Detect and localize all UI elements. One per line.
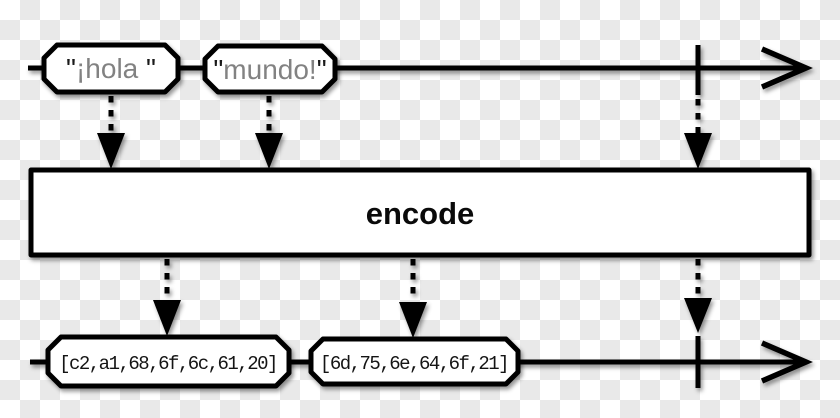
dashed-arrow-tick-to-encode	[684, 99, 712, 169]
arrowhead-icon	[255, 133, 283, 169]
arrowhead-icon	[399, 302, 427, 338]
dashed-arrow-encode-to-tick	[684, 259, 712, 333]
arrowhead-icon	[684, 298, 712, 333]
arrowhead-icon	[684, 133, 712, 169]
string-box-mundo	[202, 43, 338, 95]
open-quote: "	[66, 53, 76, 84]
encode-box	[28, 167, 812, 258]
bytes-box-hola	[45, 334, 292, 389]
top-timeline-arrowhead-icon	[760, 46, 813, 90]
arrowhead-icon	[97, 133, 125, 169]
string-box-hola-label: "¡hola "	[66, 53, 156, 84]
bytes-box-mundo-label: [6d,75,6e,64,6f,21]	[320, 353, 508, 375]
close-quote: "	[317, 54, 327, 85]
dashed-arrow-hola-to-encode	[97, 96, 125, 169]
output-arrows	[153, 259, 712, 338]
bytes-box-hola-label: [c2,a1,68,6f,6c,61,20]	[59, 353, 277, 375]
input-arrows	[97, 96, 712, 169]
close-quote: "	[146, 53, 156, 84]
string-value: ¡hola	[76, 53, 146, 84]
dashed-arrow-encode-to-bytes-mundo	[399, 259, 427, 338]
string-box-mundo-label: "mundo!"	[213, 54, 326, 85]
dashed-arrow-encode-to-bytes-hola	[153, 259, 181, 336]
bottom-timeline-arrowhead-icon	[760, 340, 813, 384]
encode-box-group	[28, 167, 812, 258]
open-quote: "	[213, 54, 223, 85]
top-string-boxes	[41, 42, 338, 95]
bytes-box-mundo	[308, 336, 521, 387]
encode-label: encode	[366, 196, 475, 231]
string-value: mundo!	[223, 54, 316, 85]
bottom-byte-boxes	[45, 334, 521, 389]
string-box-hola	[41, 42, 181, 95]
arrowhead-icon	[153, 300, 181, 336]
dashed-arrow-mundo-to-encode	[255, 96, 283, 169]
